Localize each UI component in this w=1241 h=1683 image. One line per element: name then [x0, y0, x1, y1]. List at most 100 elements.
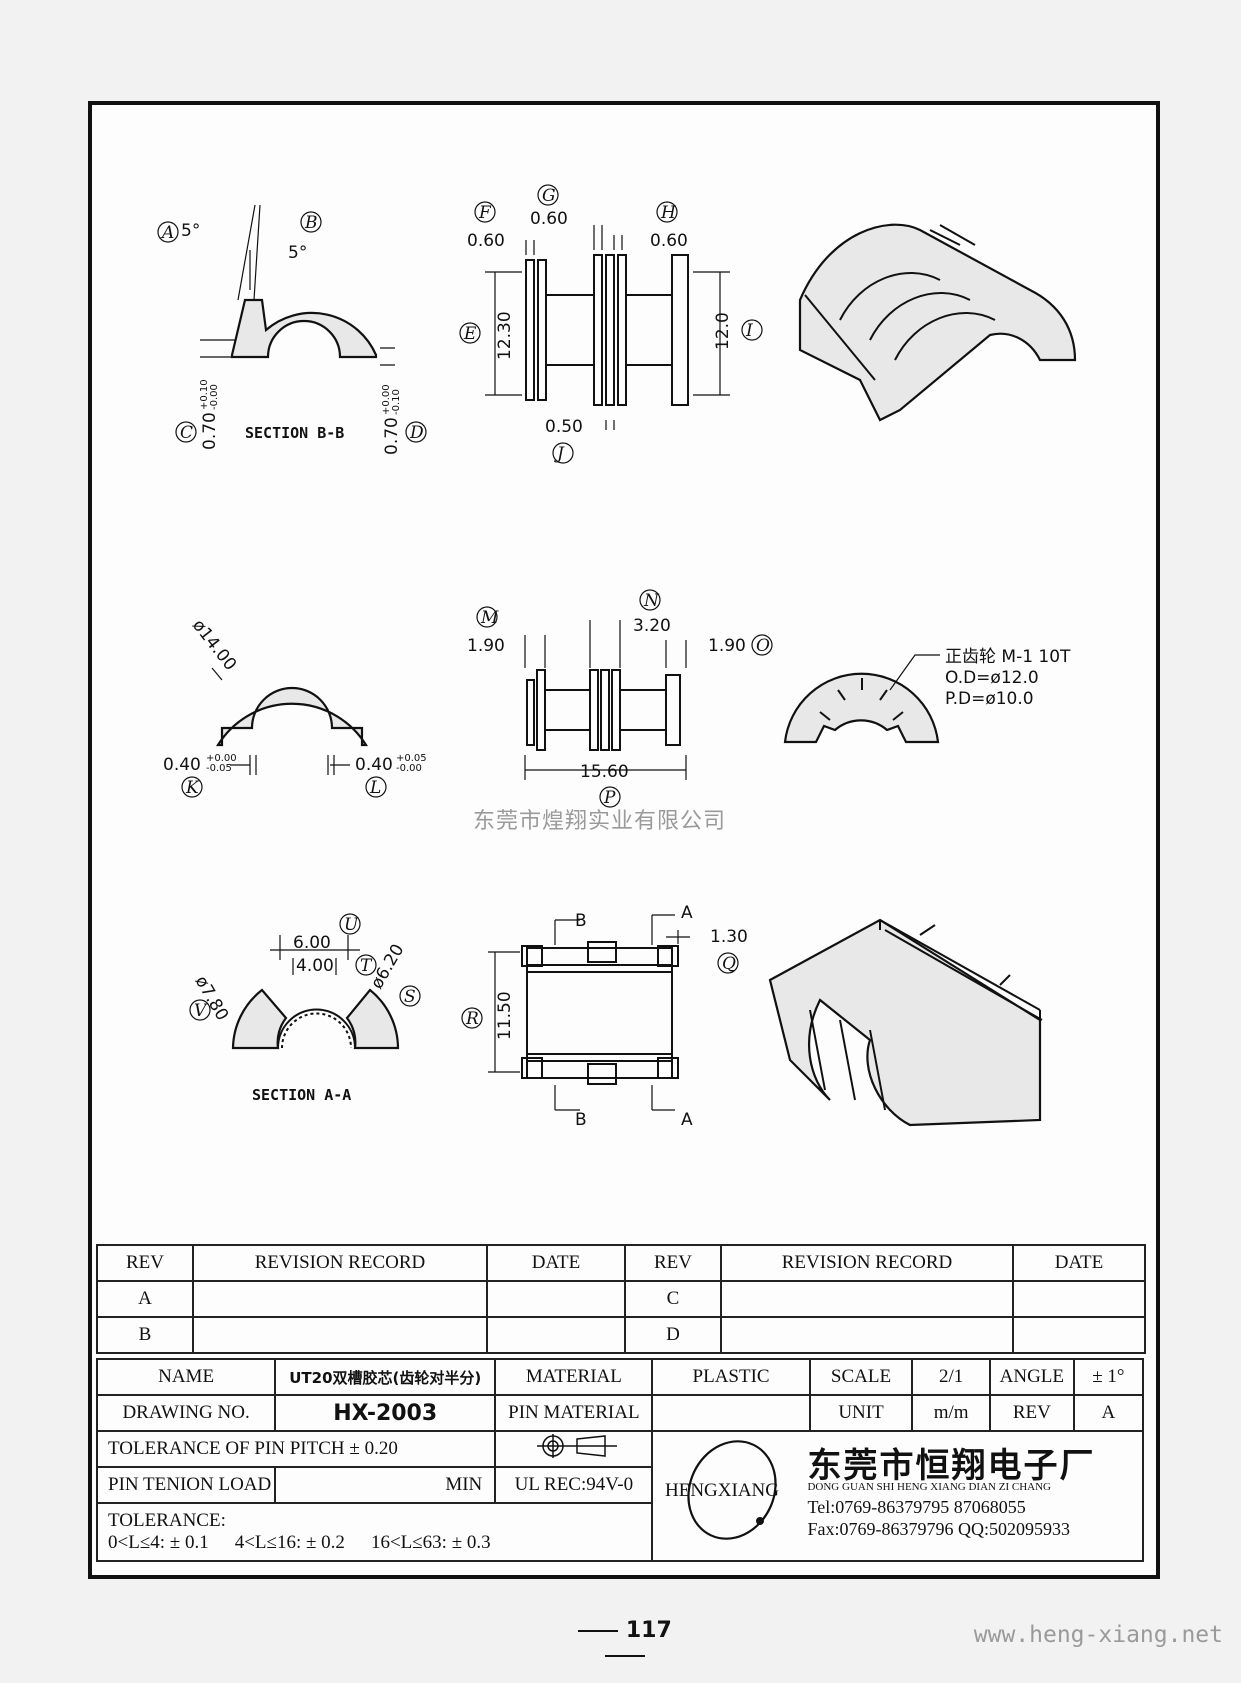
company-logo: HENGXIANG	[665, 1440, 780, 1540]
name-value: UT20双槽胶芯(齿轮对半分)	[274, 1358, 497, 1396]
dim-phi1400: ø14.00	[188, 616, 240, 675]
material-label: MATERIAL	[494, 1358, 654, 1396]
title-row-name: NAME UT20双槽胶芯(齿轮对半分) MATERIAL PLASTIC SC…	[95, 1358, 1145, 1396]
unit-value: m/m	[911, 1394, 991, 1432]
pin-pitch-tolerance: TOLERANCE OF PIN PITCH ± 0.20	[95, 1430, 497, 1468]
dim-o-190: 1.90	[708, 636, 746, 656]
date-cell	[1012, 1316, 1146, 1354]
isometric-view-bottom	[768, 918, 1043, 1127]
section-marker-a-top: A	[681, 903, 693, 923]
date-header: DATE	[486, 1244, 626, 1282]
callout-g: G	[542, 186, 556, 206]
rev-header: REV	[624, 1244, 722, 1282]
callout-a: A	[160, 223, 174, 243]
rev-label: REV	[988, 1394, 1075, 1432]
company-name-pinyin: DONG GUAN SHI HENG XIANG DIAN ZI CHANG	[807, 1481, 1051, 1493]
rev-header: REV	[96, 1244, 194, 1282]
company-fax: Fax:0769-86379796 QQ:502095933	[807, 1519, 1070, 1539]
callout-f: F	[478, 203, 492, 223]
revision-record-header: REVISION RECORD	[720, 1244, 1014, 1282]
dim-l-tol-minus: -0.00	[396, 763, 422, 774]
section-aa-view: 6.00 U 4.00 T ø7.80 V ø6.20 S SECTION A-…	[189, 913, 421, 1104]
page-number: 117	[560, 1618, 690, 1668]
tolerance-ranges: 0<L≤4: ± 0.1 4<L≤16: ± 0.2 16<L≤63: ± 0.…	[108, 1532, 651, 1554]
website-url: www.heng-xiang.net	[973, 1622, 1223, 1648]
dim-s-phi620: ø6.20	[367, 941, 408, 993]
logo-text: HENGXIANG	[665, 1480, 779, 1501]
callout-h: H	[660, 203, 677, 223]
page-number-value: 117	[625, 1618, 672, 1643]
record-cell	[192, 1316, 488, 1354]
angle-value: ± 1°	[1072, 1358, 1145, 1396]
rev-cell: A	[96, 1280, 194, 1318]
dim-i-120: 12.0	[713, 312, 733, 350]
record-cell	[192, 1280, 488, 1318]
pin-material-label: PIN MATERIAL	[494, 1394, 654, 1432]
title-row-pin-pitch: TOLERANCE OF PIN PITCH ± 0.20 HENGXIANG …	[95, 1430, 1144, 1562]
callout-d: D	[409, 423, 424, 443]
dim-q-130: 1.30	[710, 927, 748, 947]
dim-k-040: 0.40	[163, 755, 201, 775]
dim-n-320: 3.20	[633, 616, 671, 636]
record-cell	[720, 1280, 1014, 1318]
dim-angle-b: 5°	[288, 243, 307, 263]
dim-p-1560: 15.60	[580, 762, 629, 782]
dim-j-050: 0.50	[545, 417, 583, 437]
min-label: MIN	[274, 1466, 497, 1504]
top-slot-view: F 0.60 G 0.60 H 0.60 E 12.30 12.0 I 0.50…	[459, 184, 763, 464]
dim-m-190: 1.90	[467, 636, 505, 656]
dim-c-tol-minus: -0.00	[209, 384, 220, 410]
dim-g-060: 0.60	[530, 209, 568, 229]
gear-note-line-3: P.D=ø10.0	[945, 689, 1034, 709]
date-cell	[486, 1280, 626, 1318]
callout-i: I	[745, 321, 753, 341]
company-block: HENGXIANG 东莞市恒翔电子厂 DONG GUAN SHI HENG XI…	[651, 1430, 1144, 1562]
company-name-cn: 东莞市恒翔电子厂	[807, 1446, 1096, 1486]
callout-j: J	[554, 444, 565, 464]
drawing-no-label: DRAWING NO.	[95, 1394, 277, 1432]
dim-l-040: 0.40	[355, 755, 393, 775]
dim-h-060: 0.60	[650, 231, 688, 251]
callout-v: V	[194, 1001, 208, 1021]
dim-k-tol-minus: -0.05	[206, 763, 232, 774]
dim-c-tol-plus: +0.10	[199, 379, 210, 410]
callout-e: E	[463, 324, 477, 344]
tolerance-label: TOLERANCE:	[108, 1510, 226, 1531]
section-marker-a-bottom: A	[681, 1110, 693, 1130]
dim-c-070: 0.70	[200, 412, 220, 450]
tolerance-range: 4<L≤16: ± 0.2	[234, 1532, 345, 1553]
dim-d-tol-minus: -0.10	[391, 389, 402, 415]
scale-label: SCALE	[808, 1358, 914, 1396]
side-dimension-view: M 1.90 N 3.20 1.90 O 15.60 P	[467, 589, 773, 808]
plan-view: B B A A 1.30 Q 11.50 R	[461, 903, 748, 1130]
callout-c: C	[180, 423, 193, 443]
rev-cell: D	[624, 1316, 722, 1354]
callout-r: R	[465, 1009, 479, 1029]
revision-record-header: REVISION RECORD	[192, 1244, 488, 1282]
dim-d-070: 0.70	[382, 417, 402, 455]
callout-q: Q	[722, 954, 736, 974]
first-angle-projection-icon	[536, 1434, 617, 1458]
pin-tenion-load: PIN TENION LOAD	[95, 1466, 277, 1504]
callout-o: O	[756, 636, 770, 656]
company-tel: Tel:0769-86379795 87068055	[807, 1497, 1026, 1517]
section-bb-view: A 5° B 5° 0.70 +0.10 -0.00 C 0.70 +0.00 …	[157, 204, 427, 455]
callout-s: S	[404, 987, 416, 1007]
rev-value: A	[1072, 1394, 1145, 1432]
record-cell	[720, 1316, 1014, 1354]
dim-u-600: 6.00	[293, 933, 331, 953]
callout-k: K	[185, 778, 200, 798]
material-value: PLASTIC	[651, 1358, 811, 1396]
gear-half-view: 正齿轮 M-1 10T O.D=ø12.0 P.D=ø10.0	[783, 647, 1071, 744]
pin-material-value	[651, 1394, 811, 1432]
revision-header-row: REV REVISION RECORD DATE REV REVISION RE…	[96, 1244, 1146, 1282]
isometric-view-top	[798, 223, 1077, 422]
callout-m: M	[480, 608, 499, 628]
section-bb-caption: SECTION B-B	[245, 424, 344, 442]
ul-rec: UL REC:94V-0	[494, 1466, 654, 1504]
dim-r-1150: 11.50	[495, 991, 515, 1040]
angle-label: ANGLE	[988, 1358, 1075, 1396]
drawing-no-value: HX-2003	[274, 1394, 497, 1432]
rev-cell: B	[96, 1316, 194, 1354]
